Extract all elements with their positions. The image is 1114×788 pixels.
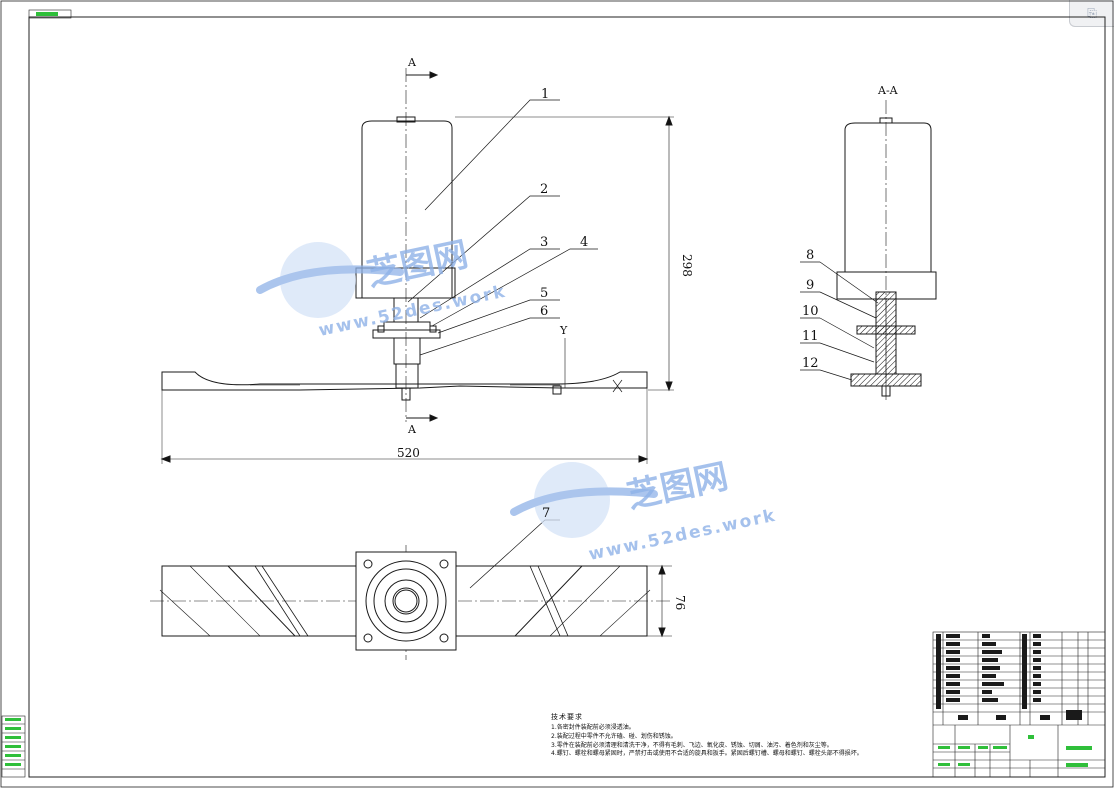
tech-item-4: 4.螺钉、螺栓和螺母紧固时，严禁打击或使用不合适的旋具和扳手。紧固后螺钉槽、螺母… [551, 750, 863, 758]
balloon-6: 6 [540, 304, 548, 319]
front-view [160, 68, 674, 464]
y-axis-label: Y [559, 324, 568, 337]
section-label-bottom: A [407, 423, 417, 436]
dimension-298: 298 [680, 254, 694, 277]
dimension-520: 520 [397, 446, 420, 460]
balloon-5: 5 [540, 286, 548, 301]
section-label-top: A [407, 56, 417, 69]
section-view [800, 100, 937, 400]
title-block-fills [936, 634, 1082, 720]
watermark-url-2: www.52des.work [587, 506, 778, 565]
balloon-10: 10 [802, 304, 819, 319]
labels: A A A-A Y 298 520 76 1 2 3 4 5 6 7 8 9 1… [397, 56, 899, 610]
tech-item-1: 1.各密封件装配前必须浸透油。 [551, 724, 635, 732]
balloon-7: 7 [542, 506, 550, 521]
balloon-2: 2 [540, 182, 548, 197]
dimension-76: 76 [673, 595, 687, 610]
balloon-11: 11 [802, 329, 819, 344]
inner-border [28, 16, 1106, 778]
plan-view [150, 519, 672, 660]
document-icon[interactable]: ⎘ [1069, 0, 1114, 27]
balloon-1: 1 [541, 87, 549, 102]
drawing-code-box [28, 9, 72, 19]
balloon-9: 9 [806, 278, 814, 293]
tech-item-2: 2.装配过程中零件不允许磕、碰、划伤和锈蚀。 [551, 732, 677, 740]
title-block [932, 631, 1106, 778]
balloon-3: 3 [540, 235, 548, 250]
section-title: A-A [877, 84, 899, 97]
tech-title: 技术要求 [551, 713, 583, 721]
title-block-green-marks [938, 735, 1092, 767]
watermark-logo [256, 242, 658, 538]
watermark-brand-2: 芝图网 [624, 456, 732, 516]
balloon-12: 12 [802, 356, 819, 371]
balloon-8: 8 [806, 248, 814, 263]
revision-table [1, 715, 26, 778]
drawing-code-mark [36, 12, 58, 16]
balloon-4: 4 [580, 235, 588, 250]
tech-item-3: 3.零件在装配前必须清理和清洗干净，不得有毛刺、飞边、氧化皮、锈蚀、切屑、油污、… [551, 741, 833, 749]
technical-requirements: 技术要求 1.各密封件装配前必须浸透油。 2.装配过程中零件不允许磕、碰、划伤和… [551, 712, 891, 759]
